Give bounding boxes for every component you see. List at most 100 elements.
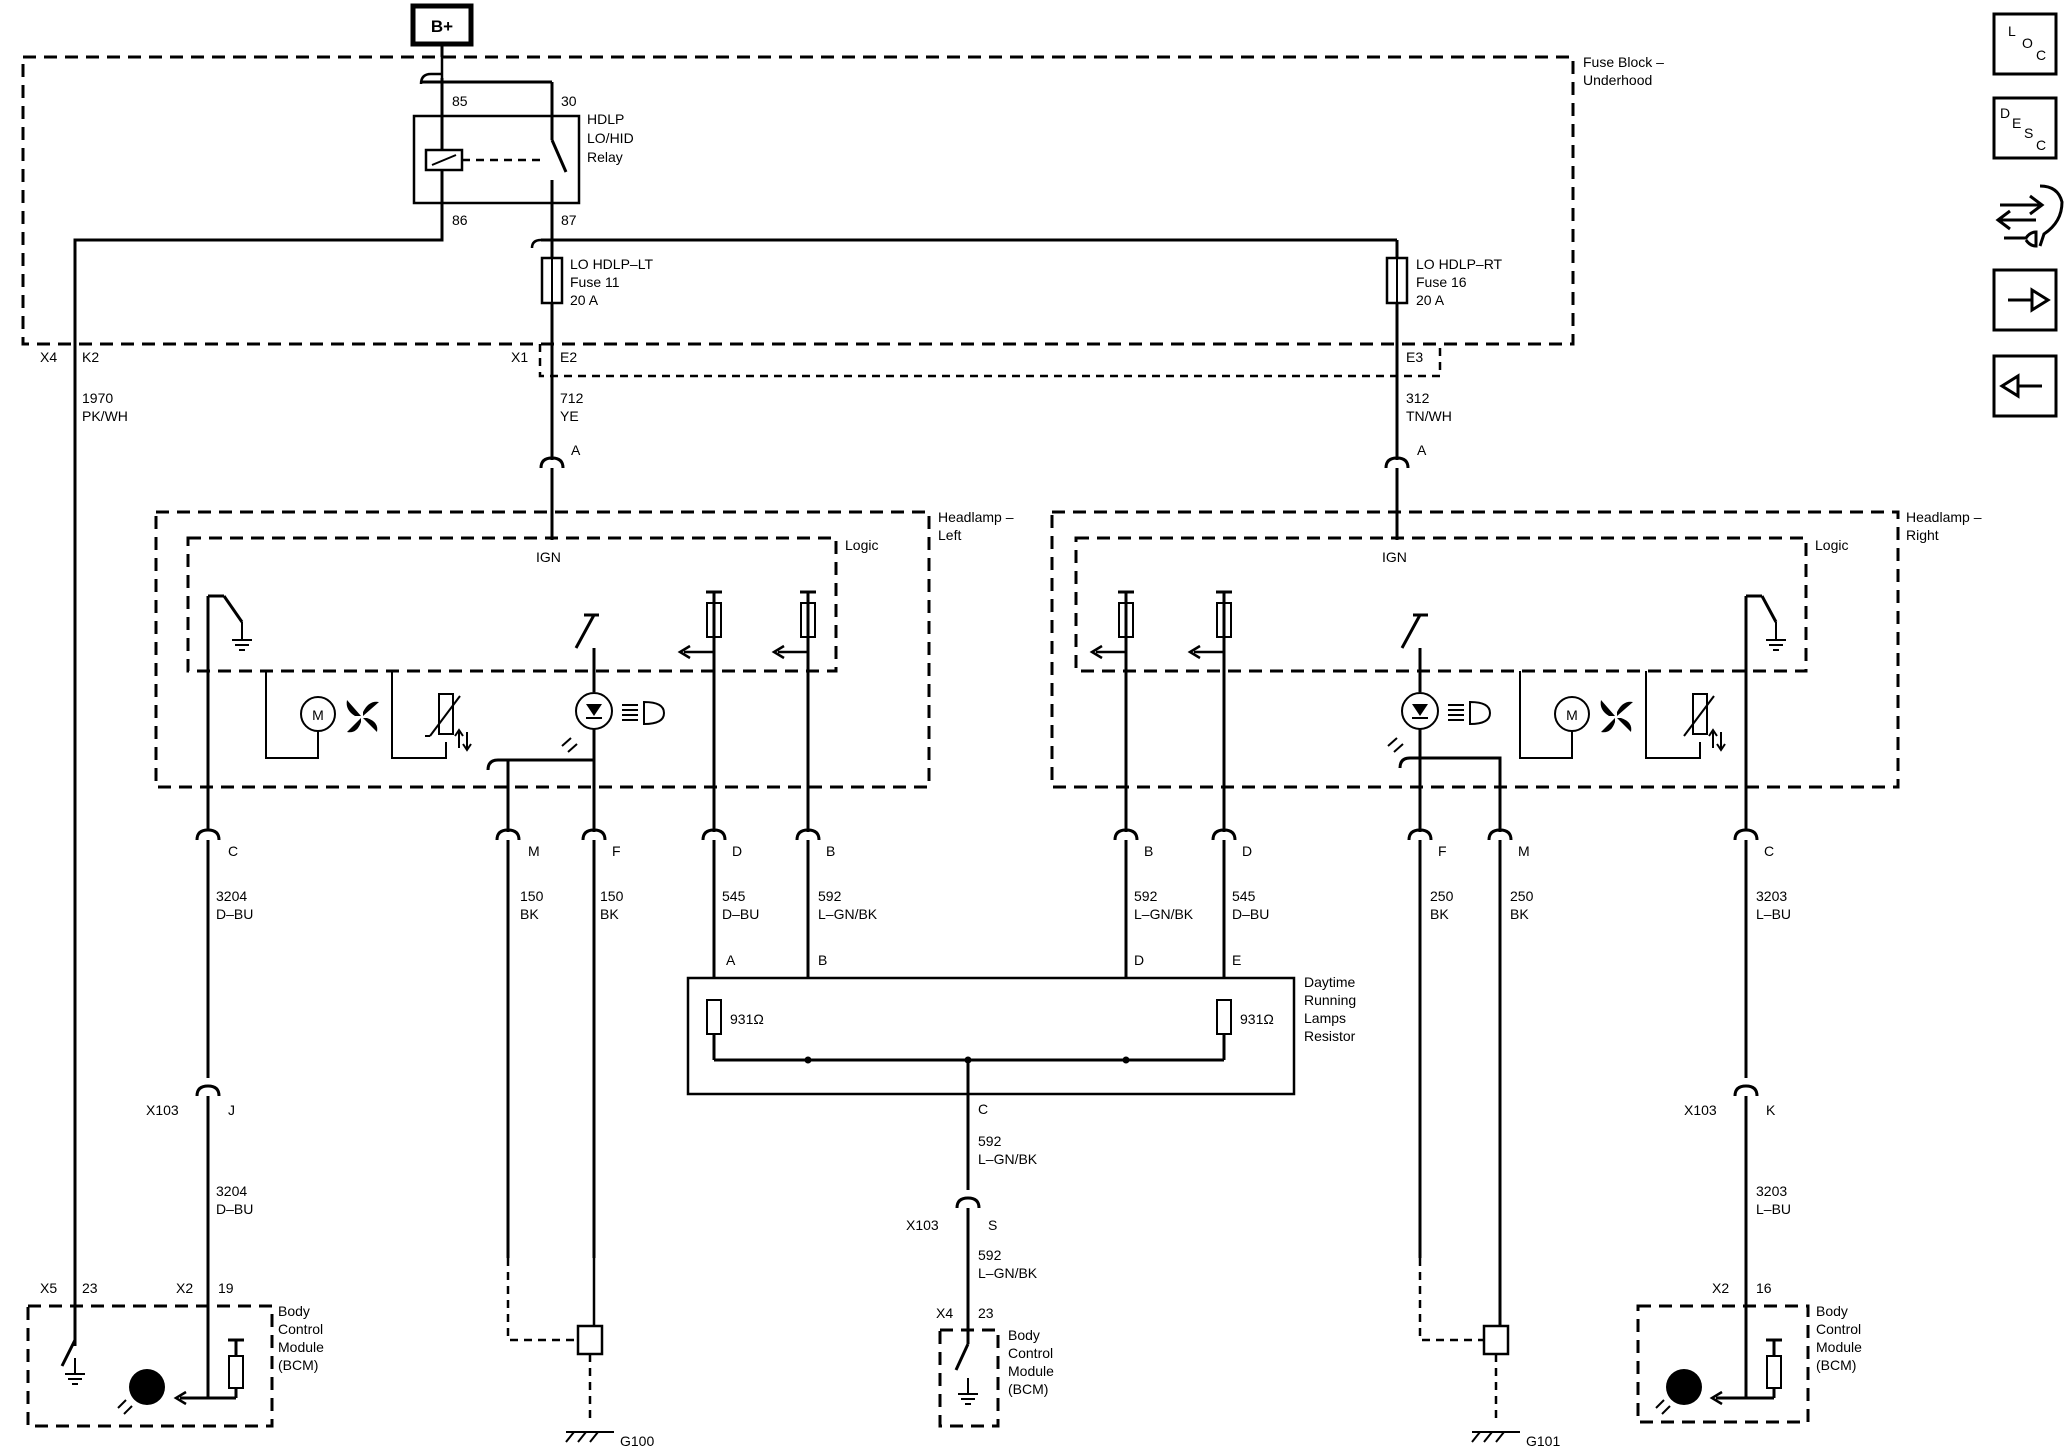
- right-pin-f: F: [1438, 843, 1447, 859]
- fuse-right-label-2: Fuse 16: [1416, 274, 1467, 290]
- wire-3204-number-lower: 3204: [216, 1183, 247, 1199]
- fuse-block-outline: [21, 55, 1575, 346]
- wire-150-number-f: 150: [600, 888, 624, 904]
- wire-592-color-center: L–GN/BK: [978, 1151, 1038, 1167]
- bcm-right: [1636, 1304, 1810, 1424]
- fuse-left-label-1: LO HDLP–LT: [570, 256, 653, 272]
- fuse-left-label-2: Fuse 11: [570, 274, 620, 290]
- wire-3203-number: 3203: [1756, 888, 1787, 904]
- x103-pin-j: J: [228, 1102, 235, 1118]
- svg-text:O: O: [2022, 35, 2033, 51]
- left-pin-a: A: [571, 442, 581, 458]
- wire-3203-color-lower: L–BU: [1756, 1201, 1791, 1217]
- headlamp-left-title: Headlamp –: [938, 509, 1014, 525]
- ground-icon: [565, 1431, 614, 1443]
- relay-label-2: LO/HID: [587, 130, 634, 146]
- description-icon: D: [2000, 105, 2010, 121]
- wire-250-number-f: 250: [1430, 888, 1454, 904]
- connector-x2-right: X2: [1712, 1280, 1729, 1296]
- ground-icon: [1471, 1431, 1520, 1443]
- headlamp-right-logic: Logic: [1815, 537, 1848, 553]
- connector-x103-center: X103: [906, 1217, 939, 1233]
- drl-pin-d: D: [1134, 952, 1144, 968]
- fuse-right-label-3: 20 A: [1416, 292, 1445, 308]
- battery-label: B+: [431, 17, 453, 36]
- x103-pin-s: S: [988, 1217, 997, 1233]
- relay-label-1: HDLP: [587, 111, 624, 127]
- bcm-left-label-3: Module: [278, 1339, 324, 1355]
- location-button[interactable]: L O C: [1992, 12, 2058, 76]
- connector-repair-button[interactable]: [1995, 184, 2064, 248]
- drl-label-2: Running: [1304, 992, 1356, 1008]
- wire-712-number: 712: [560, 390, 584, 406]
- fan-icon: [346, 700, 379, 733]
- x2-pin-19: 19: [218, 1280, 234, 1296]
- bcm-right-label-4: (BCM): [1816, 1357, 1856, 1373]
- svg-text:S: S: [2024, 125, 2033, 141]
- x2-pin-16: 16: [1756, 1280, 1772, 1296]
- wire-3204-color: D–BU: [216, 906, 253, 922]
- left-pin-f: F: [612, 843, 621, 859]
- ground-g100-area: [506, 1258, 614, 1443]
- wire-3203-number-lower: 3203: [1756, 1183, 1787, 1199]
- wire-592-number-center: 592: [978, 1133, 1002, 1149]
- wire-150-number-m: 150: [520, 888, 544, 904]
- battery-positive: B+: [410, 3, 474, 47]
- drl-resistor: [686, 976, 1296, 1190]
- drl-label-4: Resistor: [1304, 1028, 1356, 1044]
- bcm-center-label-3: Module: [1008, 1363, 1054, 1379]
- previous-page-button[interactable]: [1992, 354, 2058, 418]
- bcm-left-label-1: Body: [278, 1303, 310, 1319]
- x103-pin-k: K: [1766, 1102, 1776, 1118]
- wire-545-color-left: D–BU: [722, 906, 759, 922]
- fuse-lo-hdlp-rt: [1385, 256, 1409, 305]
- wire-592-color-right: L–GN/BK: [1134, 906, 1194, 922]
- wire-1970-number: 1970: [82, 390, 113, 406]
- description-button[interactable]: D E S C: [1992, 96, 2058, 160]
- drl-pin-c: C: [978, 1101, 988, 1117]
- right-pin-a: A: [1417, 442, 1427, 458]
- bcm-right-label-3: Module: [1816, 1339, 1862, 1355]
- bcm-left: [26, 1304, 274, 1428]
- hdlp-lo-hid-relay: [412, 114, 581, 205]
- relay-pin-86: 86: [452, 212, 468, 228]
- fan-icon: [1600, 700, 1633, 733]
- left-pin-d: D: [732, 843, 742, 859]
- connector-x4-center: X4: [936, 1305, 953, 1321]
- bcm-left-label-2: Control: [278, 1321, 323, 1337]
- headlamp-right-ign: IGN: [1382, 549, 1407, 565]
- wire-250-color-f: BK: [1430, 906, 1449, 922]
- svg-text:C: C: [2036, 137, 2046, 153]
- drl-label-1: Daytime: [1304, 974, 1356, 990]
- bcm-right-label-2: Control: [1816, 1321, 1861, 1337]
- connector-x103-right: X103: [1684, 1102, 1717, 1118]
- x5-pin-23: 23: [82, 1280, 98, 1296]
- wire-592-color-lower: L–GN/BK: [978, 1265, 1038, 1281]
- right-pin-d: D: [1242, 843, 1252, 859]
- headlamp-right-subtitle: Right: [1906, 527, 1939, 543]
- svg-text:C: C: [2036, 47, 2046, 63]
- svg-text:M: M: [1566, 707, 1578, 723]
- bcm-center-label-2: Control: [1008, 1345, 1053, 1361]
- left-pin-b: B: [826, 843, 835, 859]
- wire-312-color: TN/WH: [1406, 408, 1452, 424]
- next-page-button[interactable]: [1992, 268, 2058, 332]
- right-pin-m: M: [1518, 843, 1530, 859]
- relay-label-3: Relay: [587, 149, 623, 165]
- wire-150-color-f: BK: [600, 906, 619, 922]
- drl-pin-b: B: [818, 952, 827, 968]
- wire-592-color-left: L–GN/BK: [818, 906, 878, 922]
- drl-label-3: Lamps: [1304, 1010, 1346, 1026]
- connector-x5: X5: [40, 1280, 57, 1296]
- ground-g101-area: [1418, 1258, 1520, 1443]
- relay-pin-87: 87: [561, 212, 577, 228]
- fuse-block-title: Fuse Block –: [1583, 54, 1664, 70]
- left-pin-m: M: [528, 843, 540, 859]
- headlamp-right: Headlamp – Right Logic IGN M: [1050, 509, 1982, 832]
- svg-text:M: M: [312, 707, 324, 723]
- wire-592-number-right: 592: [1134, 888, 1158, 904]
- fuse-right-label-1: LO HDLP–RT: [1416, 256, 1503, 272]
- relay-pin-30: 30: [561, 93, 577, 109]
- fuse-left-label-3: 20 A: [570, 292, 599, 308]
